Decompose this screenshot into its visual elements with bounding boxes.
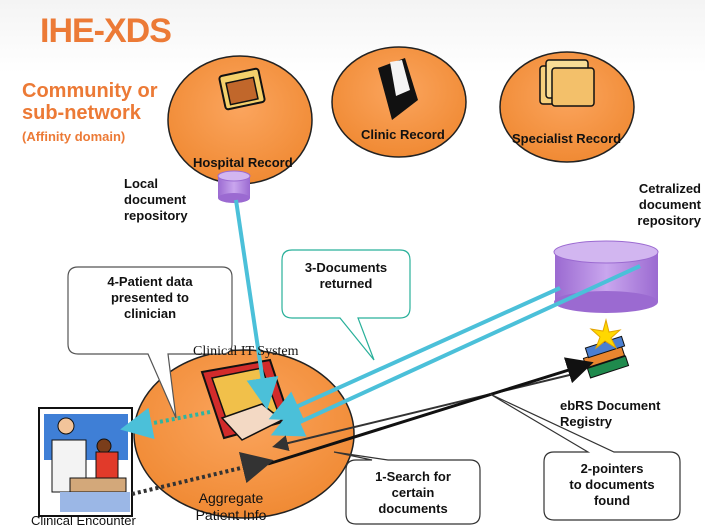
- callout-patient-data: 4-Patient data presented to clinician: [70, 274, 230, 322]
- specialist-record-label: Specialist Record: [512, 131, 622, 146]
- central-to-system-arrow-2: [270, 264, 641, 437]
- system-to-registry-arrow: [267, 357, 594, 466]
- central-repository-line: Cetralized: [638, 181, 701, 196]
- encounter-to-system-arrow: [131, 452, 274, 496]
- callout-pointers-shape: [489, 393, 681, 521]
- local-repository-label: Local document repository: [124, 176, 188, 224]
- central-repository-cylinder: [553, 240, 659, 313]
- local-repository-line: document: [124, 192, 187, 207]
- clinical-encounter-label: Clinical Encounter: [31, 513, 136, 528]
- callout-documents-returned-shape: [281, 249, 411, 361]
- callout-line: to documents: [569, 477, 655, 492]
- callout-pointers: 2-pointers to documents found: [546, 461, 678, 509]
- callout-line: found: [593, 493, 631, 508]
- clinical-it-system-label: Clinical IT System: [193, 344, 299, 359]
- aggregate-patient-info-label: Aggregate Patient Info: [182, 490, 280, 524]
- callout-documents-returned: 3-Documents returned: [284, 260, 408, 292]
- central-to-system-arrow-1: [268, 286, 561, 421]
- callout-line: certain: [391, 485, 435, 500]
- callout-search: 1-Search for certain documents: [348, 469, 478, 517]
- callout-search-shape: [333, 451, 481, 525]
- registry-to-system-arrow: [272, 371, 583, 451]
- system-to-clinician-arrow: [120, 407, 211, 440]
- callout-line: 1-Search for: [375, 469, 451, 484]
- local-repository-line: Local: [124, 176, 158, 191]
- callout-patient-data-shape: [67, 266, 233, 419]
- central-repository-line: document: [638, 197, 701, 212]
- clinical-encounter-image: [38, 407, 133, 517]
- hospital-to-system-arrow: [234, 199, 279, 410]
- callout-line: documents: [378, 501, 448, 516]
- hospital-folder-icon: [218, 67, 266, 111]
- callout-line: 4-Patient data: [107, 274, 193, 289]
- central-repository-label: Cetralized document repository: [637, 181, 701, 229]
- specialist-record-ellipse: [499, 51, 635, 163]
- affinity-domain-label: (Affinity domain): [22, 129, 126, 144]
- community-heading: Community or sub-network: [22, 80, 158, 124]
- callout-line: clinician: [123, 306, 177, 321]
- community-line-1: Community or: [22, 80, 158, 102]
- aggregate-line: Patient Info: [195, 507, 267, 523]
- registry-books-icon: [582, 318, 630, 379]
- hospital-record-label: Hospital Record: [193, 155, 293, 170]
- central-repository-line: repository: [637, 213, 701, 228]
- registry-label: ebRS Document Registry: [560, 398, 661, 429]
- local-repository-line: repository: [124, 208, 188, 223]
- clinic-folder-icon: [378, 58, 418, 120]
- local-repository-cylinder: [217, 170, 251, 203]
- callout-line: returned: [319, 276, 373, 291]
- community-line-2: sub-network: [22, 102, 141, 124]
- specialist-folder-icon: [539, 59, 595, 107]
- callout-line: 3-Documents: [304, 260, 388, 275]
- callout-line: presented to: [110, 290, 189, 305]
- page-title: IHE-XDS: [40, 12, 172, 50]
- aggregate-line: Aggregate: [198, 490, 264, 506]
- clinic-record-label: Clinic Record: [361, 127, 445, 142]
- callout-line: 2-pointers: [580, 461, 644, 476]
